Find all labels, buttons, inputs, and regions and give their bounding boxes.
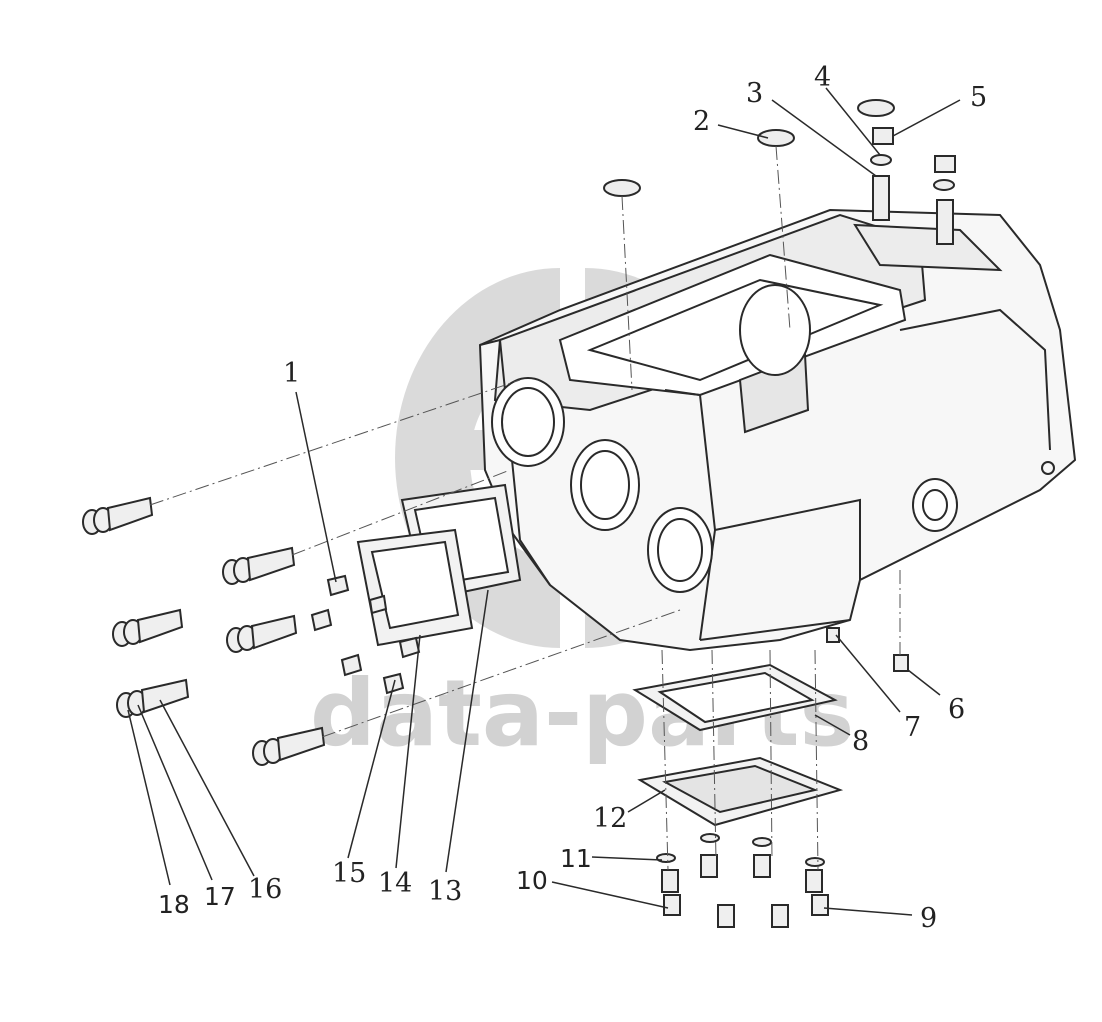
callout-8: 8 [852,726,870,757]
callout-13: 13 [428,876,463,907]
bottom-bolts [656,627,909,928]
top-plugs [603,99,956,245]
callout-2: 2 [693,106,711,137]
axis-lines [149,145,901,871]
callout-11: 11 [560,844,592,873]
callout-4: 4 [814,62,832,93]
callout-3: 3 [746,78,764,109]
leader-lines [127,87,961,916]
callout-9: 9 [920,903,938,934]
callout-15: 15 [332,858,367,889]
callout-12: 12 [593,803,628,834]
gearbox-housing [478,208,1077,652]
gaskets-covers [356,483,844,827]
callout-16: 16 [248,874,283,905]
callout-5: 5 [970,82,988,113]
callout-7: 7 [904,712,922,743]
callout-6: 6 [948,694,966,725]
callout-10: 10 [516,866,548,895]
callout-14: 14 [378,868,413,899]
left-bolts [82,496,421,766]
callout-1: 1 [283,358,301,389]
callout-18: 18 [158,890,190,919]
callout-17: 17 [204,882,236,911]
